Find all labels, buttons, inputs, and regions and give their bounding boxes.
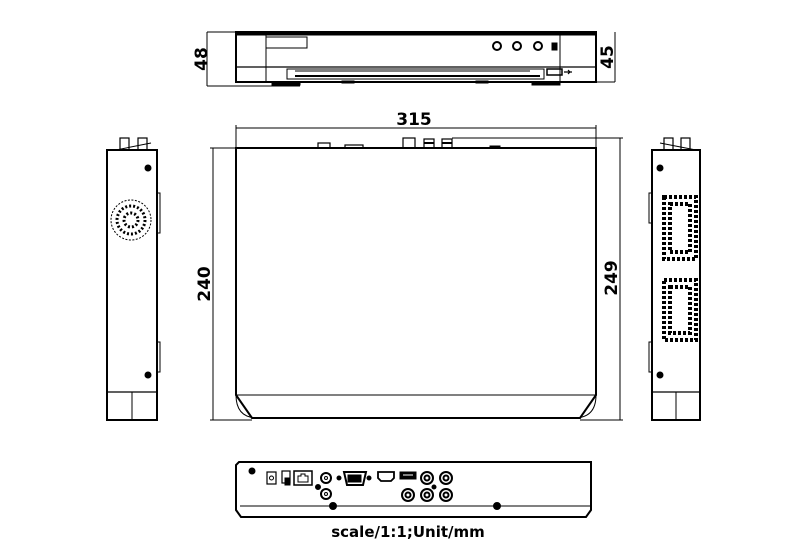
bnc-port xyxy=(420,471,434,485)
indicator-led-icon xyxy=(492,41,502,51)
bnc-port xyxy=(439,488,453,502)
dim-depth-total: 249 xyxy=(602,260,622,296)
bnc-port xyxy=(420,488,434,502)
screw-icon xyxy=(144,371,152,379)
front-view xyxy=(206,31,616,87)
ethernet-port xyxy=(293,470,313,486)
usb-icon xyxy=(564,69,572,75)
top-view xyxy=(210,125,623,421)
foot xyxy=(493,502,501,510)
dim-front-height-total: 48 xyxy=(192,47,212,71)
bnc-port xyxy=(439,471,453,485)
front-label-plate xyxy=(265,36,308,49)
audio-out-port xyxy=(320,472,332,484)
power-port xyxy=(266,471,277,485)
vent-grille xyxy=(662,195,698,261)
foot xyxy=(271,81,301,86)
bnc-port xyxy=(401,488,415,502)
rear-view xyxy=(235,461,592,518)
indicator-led-icon xyxy=(533,41,543,51)
screw-icon xyxy=(656,371,664,379)
foot xyxy=(531,81,561,86)
audio-in-port xyxy=(320,488,332,500)
screw-icon xyxy=(656,164,664,172)
screw-icon xyxy=(144,164,152,172)
speaker-grille xyxy=(110,199,152,241)
vent-grille xyxy=(662,278,698,342)
dim-depth-body: 240 xyxy=(195,266,215,302)
right-side-view xyxy=(648,137,701,421)
ir-receiver xyxy=(551,42,558,51)
vga-port xyxy=(342,471,368,486)
foot xyxy=(329,502,337,510)
indicator-led-icon xyxy=(512,41,522,51)
usb-port xyxy=(546,68,563,76)
left-side-view xyxy=(106,137,161,421)
hdmi-port xyxy=(377,471,395,482)
dim-width: 315 xyxy=(396,110,432,130)
scale-caption: scale/1:1;Unit/mm xyxy=(331,523,485,541)
dim-front-height-body: 45 xyxy=(598,45,618,69)
